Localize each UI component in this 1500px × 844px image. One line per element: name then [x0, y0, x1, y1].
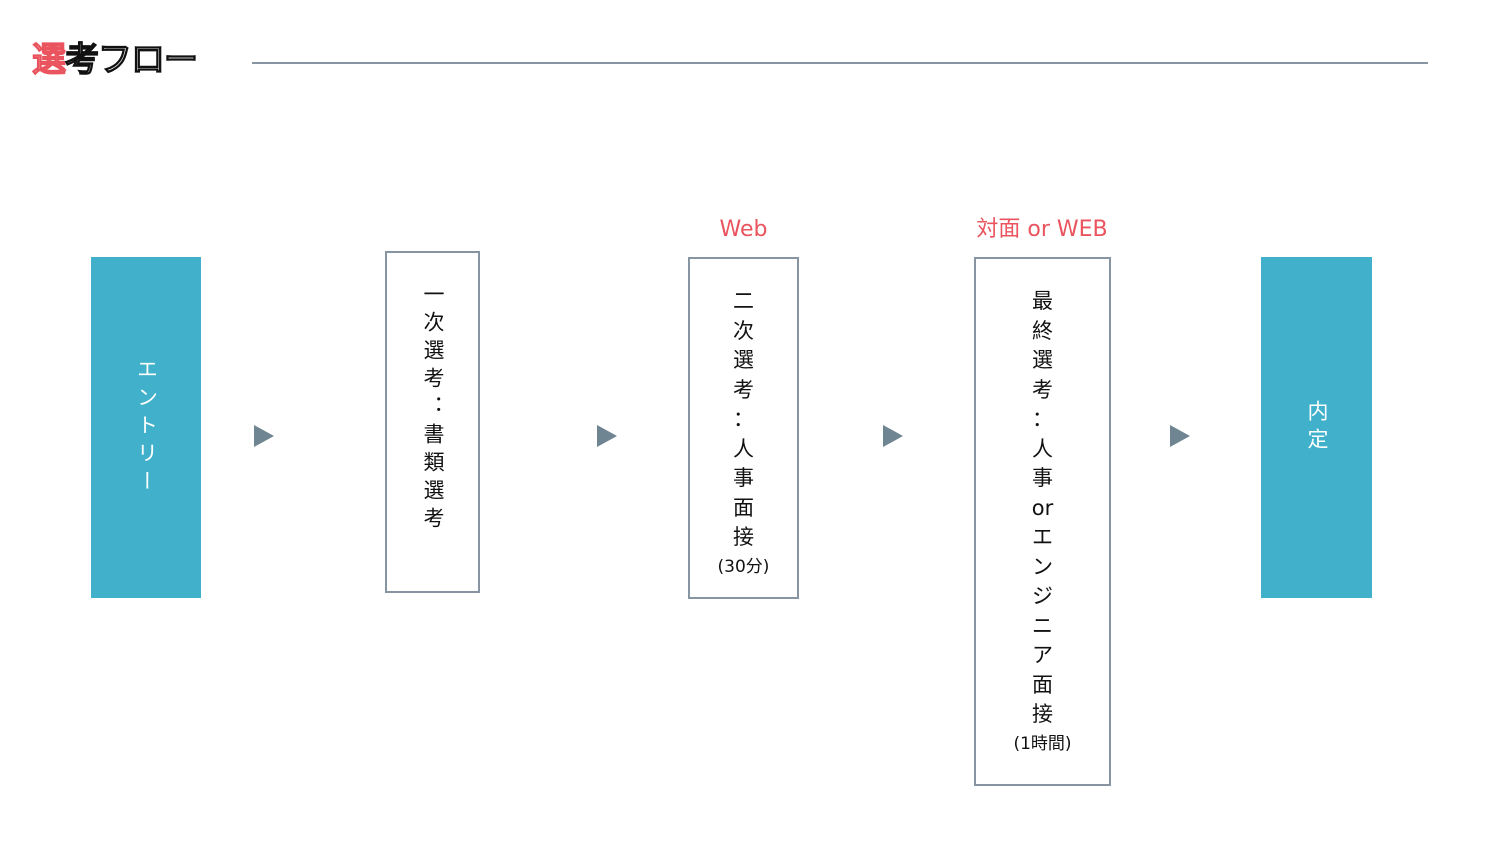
step-char: 終 — [1032, 318, 1053, 343]
page-title: 選考フロー — [31, 38, 198, 82]
step-final-method: 対面 or WEB — [976, 217, 1108, 242]
step-char: 人 — [733, 436, 754, 461]
step-entry-label: エントリー — [134, 357, 159, 498]
step-char: ニ — [1032, 613, 1053, 638]
step-duration-note: (1時間) — [1013, 733, 1072, 754]
step-char: 最 — [1032, 289, 1053, 313]
step-first-label: 一次選考：書類選考 — [421, 283, 445, 535]
step-char: 人 — [1032, 436, 1053, 461]
step-offer: 内定 — [1261, 257, 1372, 598]
step-final-selection: 最終選考 ： 人事 or エンジニア面接 (1時間) — [974, 257, 1111, 786]
step-char: ア — [1032, 643, 1053, 667]
step-char: 選 — [733, 348, 754, 372]
step-second-selection: 二次選考 ： 人事面接 (30分) — [688, 257, 799, 599]
step-char: or — [1031, 495, 1054, 520]
step-char: 考 — [1032, 377, 1053, 402]
step-char: ン — [1032, 554, 1053, 579]
step-char: 面 — [733, 495, 754, 520]
step-char: 接 — [1032, 702, 1053, 726]
title-accent: 選 — [31, 39, 66, 80]
step-final-label: 最終選考 ： 人事 or エンジニア面接 (1時間) — [1013, 287, 1071, 759]
step-offer-label: 内定 — [1305, 399, 1329, 456]
step-first-selection: 一次選考：書類選考 — [385, 251, 480, 593]
arrow-right-icon — [254, 425, 274, 447]
title-rest: 考フロー — [64, 39, 198, 80]
step-char: 考 — [733, 377, 754, 402]
title-divider — [252, 62, 1428, 64]
step-char: 選 — [1032, 348, 1053, 372]
step-char: エ — [1032, 525, 1053, 549]
arrow-right-icon — [883, 425, 903, 447]
step-char: ジ — [1032, 584, 1053, 608]
step-second-method: Web — [719, 217, 768, 242]
step-char: 二 — [733, 289, 754, 313]
arrow-right-icon — [1170, 425, 1190, 447]
step-char: ： — [733, 407, 754, 431]
step-char: 次 — [733, 318, 754, 343]
step-second-label: 二次選考 ： 人事面接 (30分) — [718, 287, 770, 582]
step-entry: エントリー — [91, 257, 201, 598]
step-char: 事 — [733, 466, 754, 490]
step-char: 事 — [1032, 466, 1053, 490]
step-char: 接 — [733, 525, 754, 549]
arrow-right-icon — [597, 425, 617, 447]
step-char: ： — [1032, 407, 1053, 431]
step-duration-note: (30分) — [717, 556, 770, 577]
step-char: 面 — [1032, 672, 1053, 697]
